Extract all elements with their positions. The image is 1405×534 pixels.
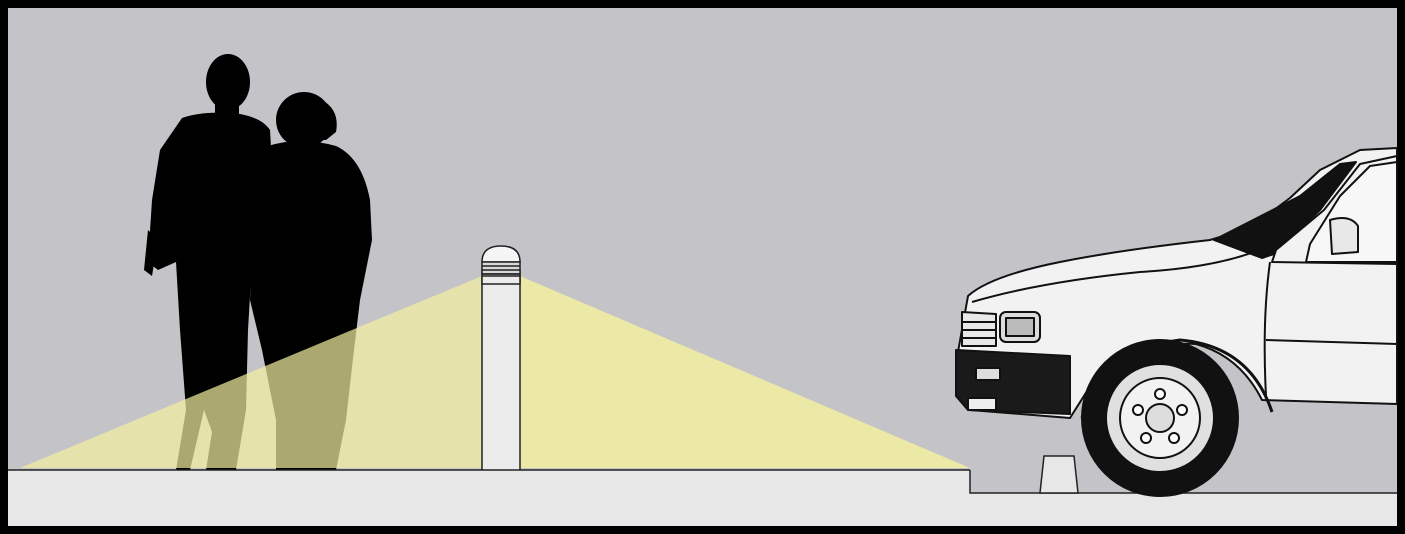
sidewalk [8, 470, 970, 526]
curb [969, 470, 1397, 526]
light-beam-left [20, 276, 482, 468]
light-beam-right [520, 276, 970, 468]
pickup-truck [955, 147, 1398, 497]
wheel-stop [1039, 455, 1079, 494]
bollard-light [481, 245, 521, 473]
